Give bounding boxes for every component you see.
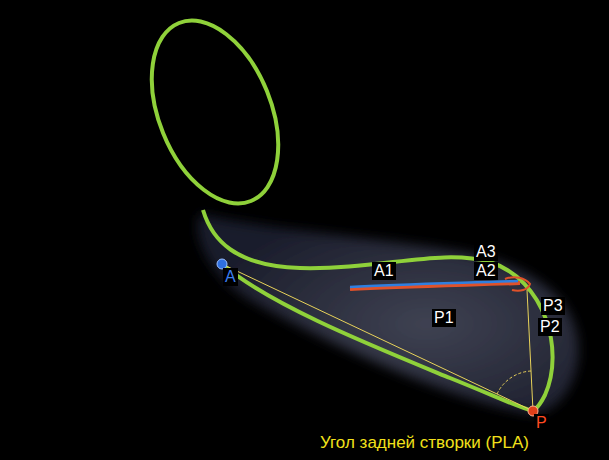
measure-line — [527, 290, 533, 411]
annulus-loop — [127, 2, 303, 222]
segment-label: P3 — [541, 297, 565, 315]
coaptation-line — [505, 277, 530, 291]
segment-label: A3 — [474, 243, 498, 261]
segment-label: A2 — [474, 262, 498, 280]
coaptation-line — [350, 281, 518, 287]
annulus-ring — [222, 264, 533, 411]
segment-label: P2 — [538, 318, 562, 336]
point-label: P — [534, 414, 549, 432]
segment-label: P1 — [432, 309, 456, 327]
leaflet-surface — [198, 214, 579, 414]
measure-line — [222, 264, 533, 411]
segment-label: A1 — [372, 262, 396, 280]
angle-arc — [497, 371, 531, 394]
angle-caption: Угол задней створки (PLA) — [318, 434, 531, 453]
annulus-ring — [203, 210, 553, 411]
point-label: A — [223, 268, 238, 286]
